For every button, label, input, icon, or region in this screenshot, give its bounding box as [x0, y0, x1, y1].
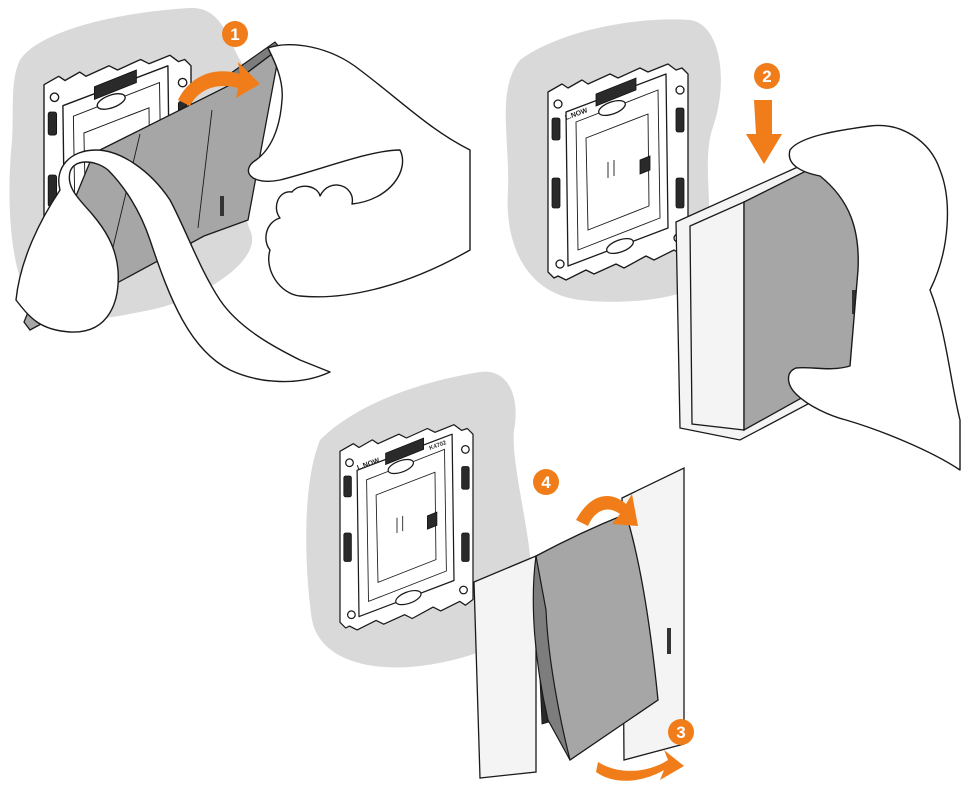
plate [474, 556, 536, 778]
step-2-number: 2 [762, 67, 771, 86]
push-arrow-2 [746, 100, 782, 164]
mounting-frame [340, 425, 473, 630]
brand-mark [667, 628, 671, 654]
step-3-number: 3 [676, 723, 685, 742]
step-1-number: 1 [230, 25, 239, 44]
step-4-number: 4 [541, 473, 551, 492]
step-3-4-illustration: L.NOW K4702 4 3 [306, 372, 694, 781]
hand-right [248, 45, 470, 297]
step-2-illustration: L.NOW 2 [506, 19, 960, 470]
mounting-frame [548, 64, 688, 280]
step-1-illustration: 1 [9, 8, 470, 382]
brand-mark [220, 196, 224, 216]
